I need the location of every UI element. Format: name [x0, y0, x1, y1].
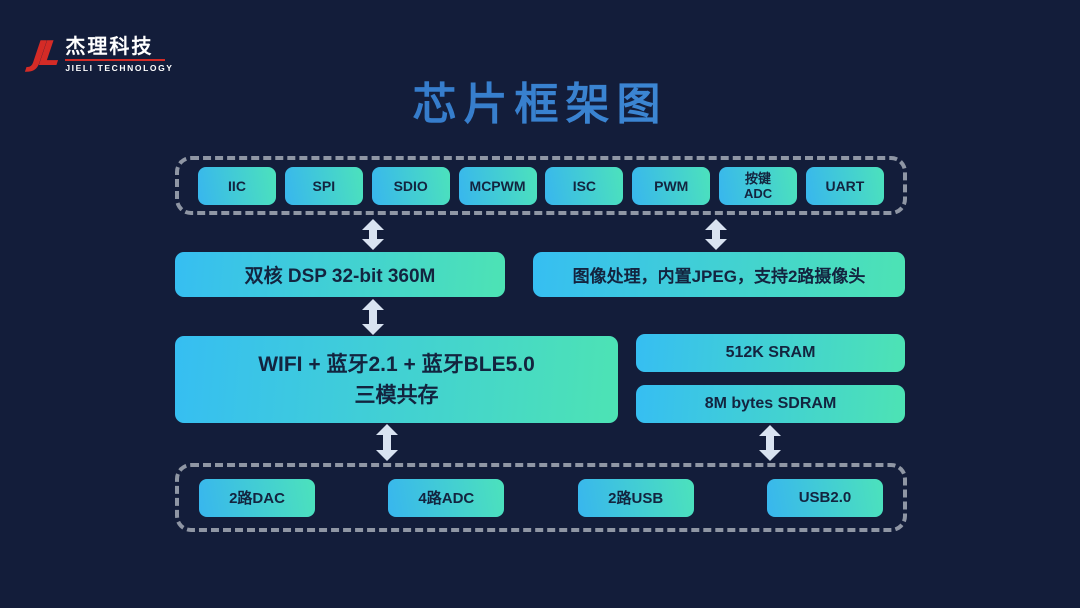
logo-name-en: JIELI TECHNOLOGY	[65, 63, 173, 73]
block-sdram: 8M bytes SDRAM	[636, 385, 905, 423]
logo-name-cn: 杰理科技	[65, 36, 154, 58]
block-mcpwm: MCPWM	[458, 166, 537, 205]
block-key-adc: 按键 ADC	[719, 166, 798, 205]
block-pwm: PWM	[632, 166, 711, 205]
block-iic: IIC	[198, 166, 276, 205]
block-dsp-core: 双核 DSP 32-bit 360M	[175, 252, 505, 297]
block-image-processing: 图像处理，内置JPEG，支持2路摄像头	[533, 252, 905, 297]
peripheral-bus-group: IIC SPI SDIO MCPWM ISC PWM 按键 ADC UART	[175, 156, 907, 215]
block-uart: UART	[805, 166, 884, 205]
block-key-adc-label: 按键 ADC	[743, 170, 773, 201]
logo-underline	[65, 59, 166, 61]
logo-text: 杰理科技 JIELI TECHNOLOGY	[65, 36, 173, 73]
page-title: 芯片框架图	[0, 68, 1080, 132]
block-spi: SPI	[284, 166, 363, 205]
block-usb2: USB2.0	[766, 478, 883, 517]
block-usb: 2路USB	[577, 478, 694, 517]
double-arrow-icon	[704, 219, 728, 250]
jl-monogram-icon: JL	[30, 34, 59, 74]
double-arrow-icon	[361, 219, 385, 250]
block-dac: 2路DAC	[199, 478, 315, 517]
company-logo: JL 杰理科技 JIELI TECHNOLOGY	[30, 34, 174, 74]
double-arrow-icon	[375, 424, 399, 461]
block-isc: ISC	[545, 166, 624, 205]
block-adc: 4路ADC	[388, 478, 505, 517]
double-arrow-icon	[758, 425, 782, 461]
block-sram: 512K SRAM	[636, 334, 905, 372]
block-sdio: SDIO	[371, 166, 450, 205]
double-arrow-icon	[361, 299, 385, 335]
io-bus-group: 2路DAC 4路ADC 2路USB USB2.0	[175, 463, 907, 532]
wireless-line1: WIFI + 蓝牙2.1 + 蓝牙BLE5.0	[258, 352, 535, 376]
wireless-line2: 三模共存	[354, 383, 439, 407]
block-wireless: WIFI + 蓝牙2.1 + 蓝牙BLE5.0 三模共存	[175, 336, 618, 423]
